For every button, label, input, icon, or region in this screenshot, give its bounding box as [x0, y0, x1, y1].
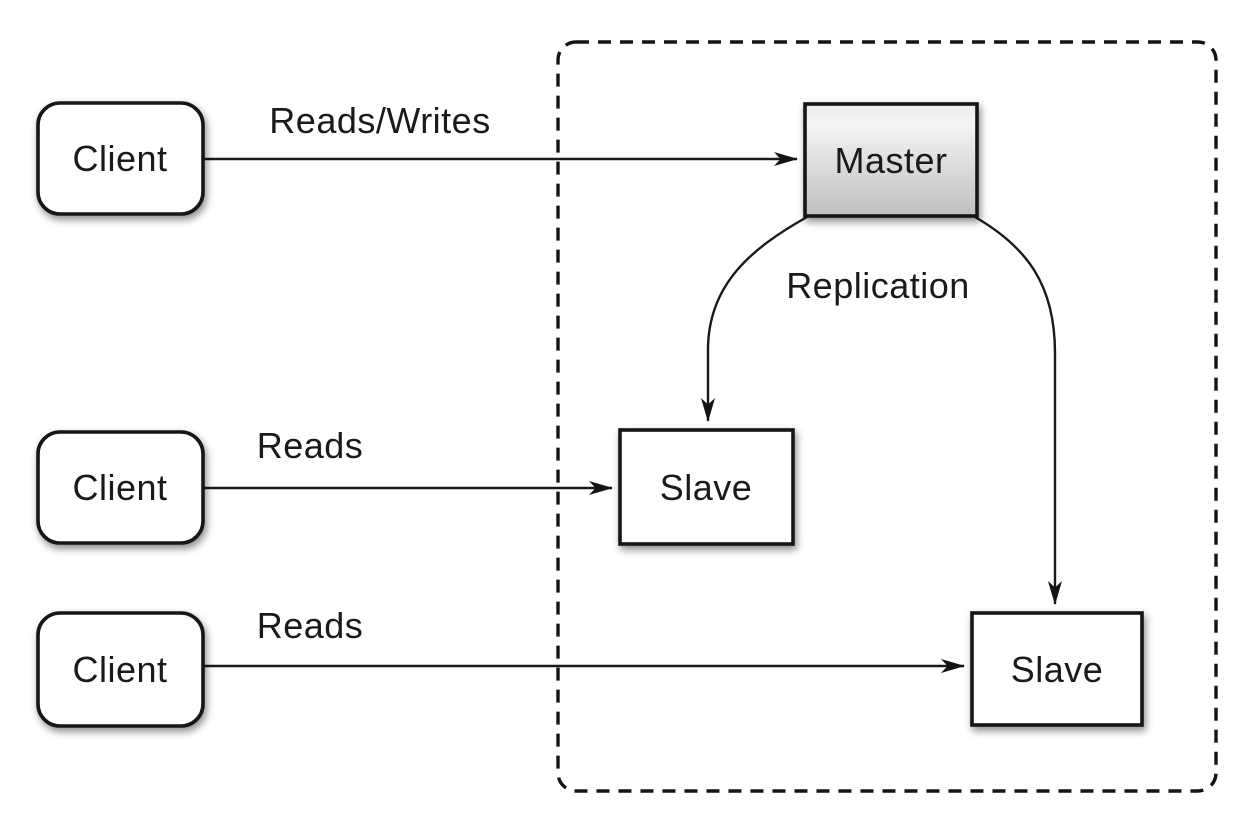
edge-label-reads-writes: Reads/Writes [269, 100, 490, 141]
edge-label-reads-top: Reads [257, 425, 364, 466]
client-node-3-label: Client [72, 649, 167, 690]
slave-node-2-label: Slave [1011, 649, 1104, 690]
slave-node-1-label: Slave [660, 467, 753, 508]
slave-node-1 [618, 428, 795, 546]
slave-node-2 [970, 611, 1144, 727]
client-node-2 [36, 430, 205, 545]
edge-label-reads-bottom: Reads [257, 605, 364, 646]
master-node-label: Master [834, 140, 947, 181]
edge-master-to-slave2 [974, 215, 1062, 605]
client-node-3 [36, 611, 205, 728]
master-node [803, 102, 979, 218]
client-node-1 [36, 101, 205, 216]
client-node-1-label: Client [72, 138, 167, 179]
cluster-boundary [556, 40, 1218, 793]
client-node-2-label: Client [72, 467, 167, 508]
edge-master-to-slave1 [701, 215, 808, 422]
edge-label-replication: Replication [786, 265, 970, 306]
